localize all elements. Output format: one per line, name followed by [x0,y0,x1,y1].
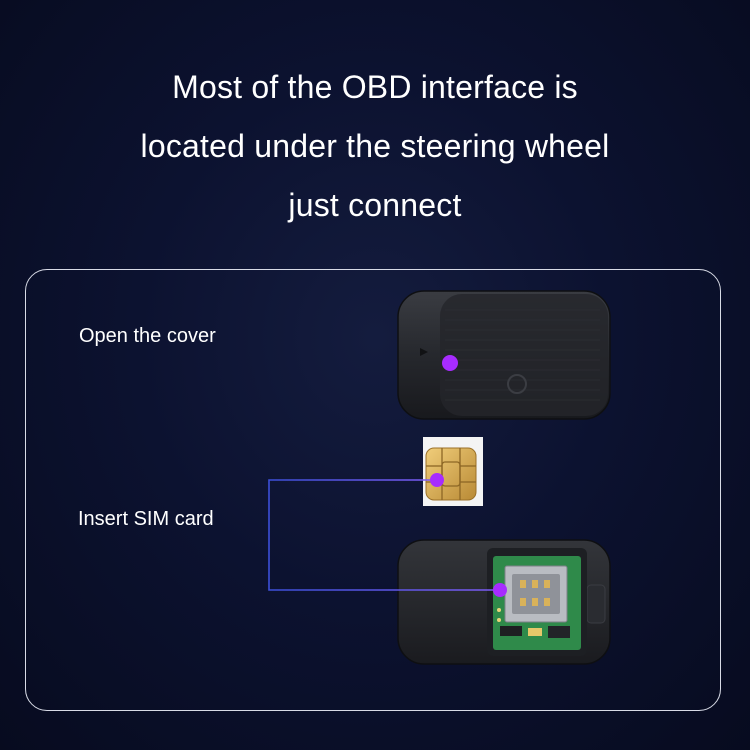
cover-callout-dot [442,355,458,371]
step-open-cover-label: Open the cover [79,325,216,347]
step-insert-sim-label: Insert SIM card [78,508,214,530]
device-closed [397,290,611,420]
headline-line-2: located under the steering wheel [140,128,610,164]
sim-card-callout-dot [430,473,444,487]
headline: Most of the OBD interface is located und… [0,58,750,235]
headline-line-3: just connect [288,187,462,223]
callout-lines [66,362,500,591]
sim-slot-callout-dot [493,583,507,597]
sim-card [423,437,483,506]
sim-callout-lower [268,538,500,591]
instruction-panel [25,269,721,711]
sim-callout-upper [268,479,437,538]
headline-line-1: Most of the OBD interface is [172,69,578,105]
arrow-icon [420,348,428,356]
logo-icon [507,374,527,394]
device-open [397,539,611,665]
